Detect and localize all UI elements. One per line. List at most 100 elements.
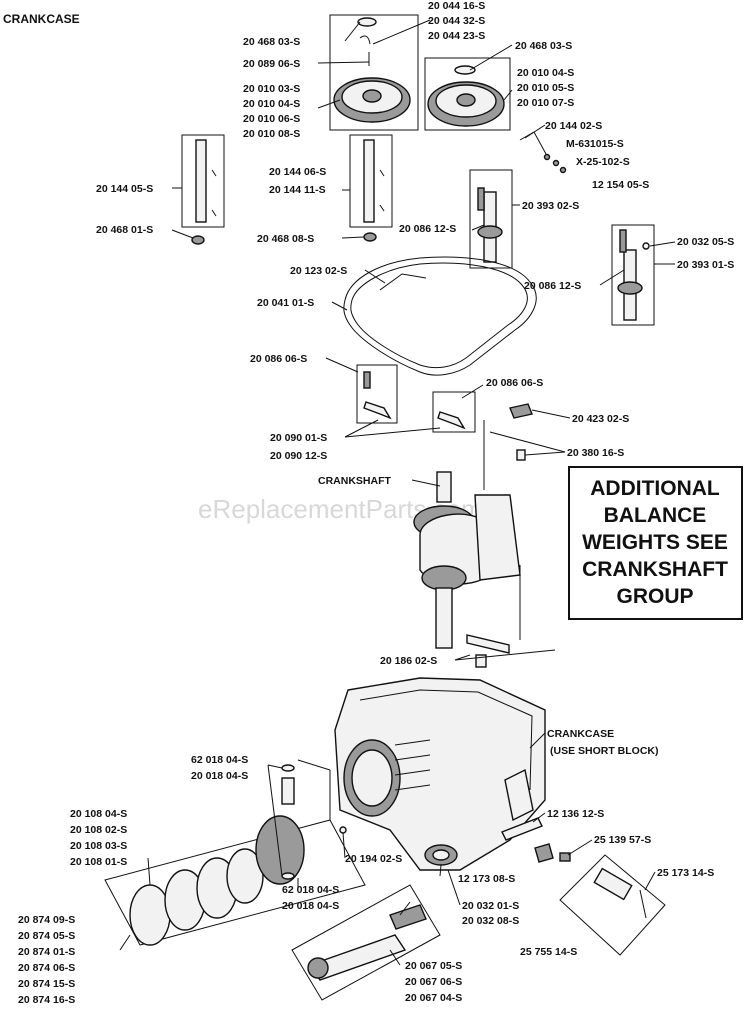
part-label[interactable]: 12 136 12-S xyxy=(547,808,604,820)
part-label[interactable]: 20 010 03-S xyxy=(243,83,300,95)
part-label[interactable]: 20 086 12-S xyxy=(399,223,456,235)
note-line-2: BALANCE xyxy=(604,504,707,527)
part-label[interactable]: 20 874 06-S xyxy=(18,962,75,974)
part-label[interactable]: 20 090 01-S xyxy=(270,432,327,444)
part-label[interactable]: 20 010 04-S xyxy=(243,98,300,110)
part-label[interactable]: 20 010 07-S xyxy=(517,97,574,109)
part-label[interactable]: 20 032 01-S xyxy=(462,900,519,912)
dipstick-tube[interactable] xyxy=(559,854,666,956)
part-label[interactable]: 20 032 05-S xyxy=(677,236,734,248)
part-label[interactable]: 20 108 04-S xyxy=(70,808,127,820)
part-label[interactable]: 20 089 06-S xyxy=(243,58,300,70)
part-label[interactable]: 12 154 05-S xyxy=(592,179,649,191)
camshaft-gear-group-left[interactable] xyxy=(329,14,419,131)
bracket-left[interactable] xyxy=(356,364,398,424)
part-label[interactable]: 20 018 04-S xyxy=(191,770,248,782)
part-label[interactable]: 20 010 08-S xyxy=(243,128,300,140)
part-label[interactable]: 25 755 14-S xyxy=(520,946,577,958)
part-label[interactable]: 20 874 16-S xyxy=(18,994,75,1006)
part-label[interactable]: 20 044 23-S xyxy=(428,30,485,42)
shaft-left[interactable] xyxy=(181,134,225,245)
part-label[interactable]: 20 108 02-S xyxy=(70,824,127,836)
part-label[interactable]: 20 393 01-S xyxy=(677,259,734,271)
part-label[interactable]: 20 874 15-S xyxy=(18,978,75,990)
part-label[interactable]: 20 067 05-S xyxy=(405,960,462,972)
part-label[interactable]: 20 468 08-S xyxy=(257,233,314,245)
part-label[interactable]: 20 010 05-S xyxy=(517,82,574,94)
note-line-1: ADDITIONAL xyxy=(590,477,720,500)
part-label[interactable]: 20 874 09-S xyxy=(18,914,75,926)
part-label[interactable]: 20 186 02-S xyxy=(380,655,437,667)
part-label[interactable]: 20 086 12-S xyxy=(524,280,581,292)
part-label[interactable]: 20 423 02-S xyxy=(572,413,629,425)
part-label[interactable]: 12 173 08-S xyxy=(458,873,515,885)
part-label[interactable]: 20 086 06-S xyxy=(250,353,307,365)
small-parts-top-right[interactable] xyxy=(519,131,567,174)
balance-weight[interactable] xyxy=(466,634,510,668)
part-label[interactable]: 20 032 08-S xyxy=(462,915,519,927)
crankcase-part[interactable] xyxy=(334,677,546,871)
part-label[interactable]: (USE SHORT BLOCK) xyxy=(550,745,659,757)
washer-part[interactable] xyxy=(454,65,476,75)
part-label[interactable]: 20 144 06-S xyxy=(269,166,326,178)
part-label[interactable]: 20 144 02-S xyxy=(545,120,602,132)
leader-lines xyxy=(119,19,676,966)
crankshaft-part[interactable] xyxy=(413,471,521,649)
spacer-block[interactable] xyxy=(509,403,533,419)
crankcase-gasket[interactable] xyxy=(343,256,537,376)
piston-part[interactable] xyxy=(255,815,305,885)
oil-tube[interactable] xyxy=(379,273,427,291)
shaft-middle[interactable] xyxy=(349,134,393,242)
part-label[interactable]: 20 108 01-S xyxy=(70,856,127,868)
part-label[interactable]: 20 144 05-S xyxy=(96,183,153,195)
dowel-pins[interactable] xyxy=(483,420,526,490)
part-label[interactable]: 20 041 01-S xyxy=(257,297,314,309)
part-label[interactable]: 20 393 02-S xyxy=(522,200,579,212)
governor-assembly-upper[interactable] xyxy=(469,169,513,269)
part-label[interactable]: 20 010 06-S xyxy=(243,113,300,125)
part-label[interactable]: X-25-102-S xyxy=(576,156,630,168)
clip-part[interactable] xyxy=(359,35,371,45)
part-label[interactable]: 20 067 04-S xyxy=(405,992,462,1004)
part-label[interactable]: 20 018 04-S xyxy=(282,900,339,912)
part-labels: 20 044 16-S 20 044 32-S 20 044 23-S 20 4… xyxy=(18,0,734,1006)
part-label[interactable]: 20 044 32-S xyxy=(428,15,485,27)
governor-assembly-lower[interactable] xyxy=(611,224,655,326)
part-label[interactable]: 20 108 03-S xyxy=(70,840,127,852)
part-label[interactable]: 20 090 12-S xyxy=(270,450,327,462)
part-label[interactable]: 20 123 02-S xyxy=(290,265,347,277)
part-label[interactable]: 20 380 16-S xyxy=(567,447,624,459)
oil-filter-nipple[interactable] xyxy=(501,817,543,841)
part-label[interactable]: 20 044 16-S xyxy=(428,0,485,12)
part-label[interactable]: 25 139 57-S xyxy=(594,834,651,846)
bracket-right[interactable] xyxy=(432,391,476,433)
part-label[interactable]: 20 144 11-S xyxy=(269,184,326,196)
part-label[interactable]: 20 468 03-S xyxy=(243,36,300,48)
washer-part[interactable] xyxy=(191,235,205,245)
small-ring-part[interactable] xyxy=(339,826,347,834)
part-label[interactable]: 20 067 06-S xyxy=(405,976,462,988)
part-label[interactable]: 20 874 01-S xyxy=(18,946,75,958)
part-label[interactable]: 20 468 03-S xyxy=(515,40,572,52)
washer-part[interactable] xyxy=(363,232,377,242)
note-box: ADDITIONAL BALANCE WEIGHTS SEE CRANKSHAF… xyxy=(568,466,743,620)
part-label[interactable]: 62 018 04-S xyxy=(191,754,248,766)
part-label[interactable]: 62 018 04-S xyxy=(282,884,339,896)
oil-seal[interactable] xyxy=(424,844,458,866)
part-label[interactable]: 20 194 02-S xyxy=(345,853,402,865)
washer-part[interactable] xyxy=(357,17,377,27)
connecting-rod[interactable] xyxy=(291,884,441,1001)
piston-rings[interactable] xyxy=(104,815,366,946)
part-label[interactable]: CRANKCASE xyxy=(547,728,614,740)
part-label[interactable]: M-631015-S xyxy=(566,138,624,150)
part-label[interactable]: 20 010 04-S xyxy=(517,67,574,79)
part-label[interactable]: 20 468 01-S xyxy=(96,224,153,236)
part-label[interactable]: 25 173 14-S xyxy=(657,867,714,879)
note-line-3: WEIGHTS SEE xyxy=(582,531,728,554)
note-line-5: GROUP xyxy=(616,585,693,608)
part-label[interactable]: 20 086 06-S xyxy=(486,377,543,389)
part-label[interactable]: 20 874 05-S xyxy=(18,930,75,942)
part-label[interactable]: CRANKSHAFT xyxy=(318,475,391,487)
camshaft-gear-group-right[interactable] xyxy=(424,57,511,131)
plug-parts[interactable] xyxy=(534,843,571,863)
